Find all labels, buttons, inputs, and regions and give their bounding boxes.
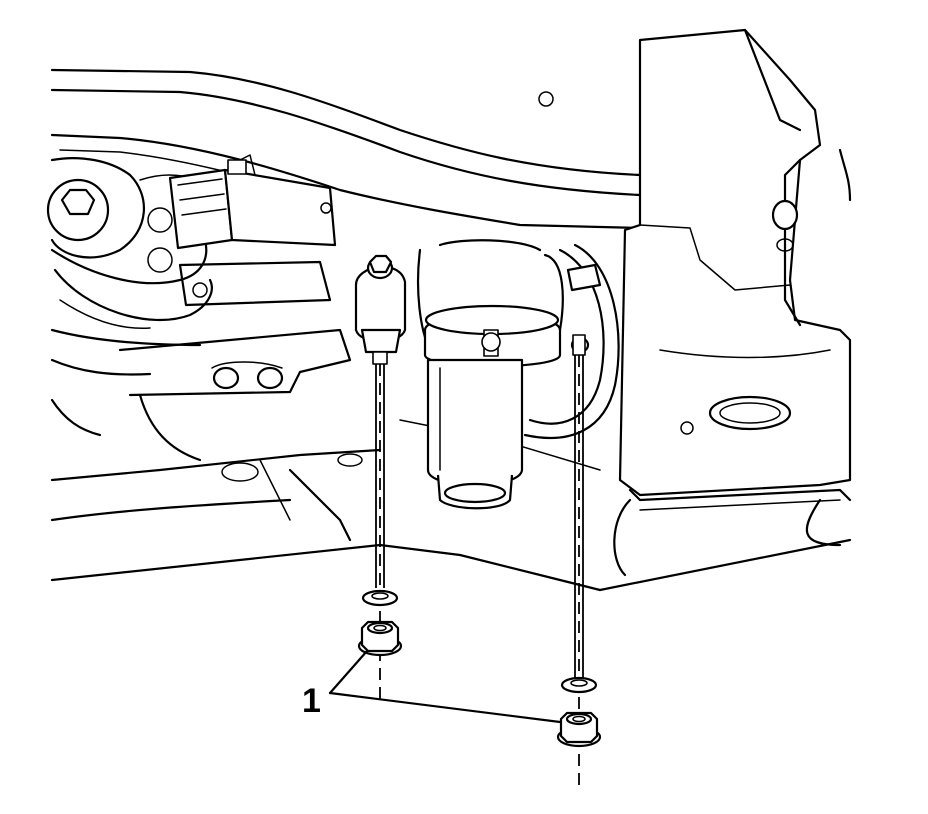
left-washer <box>361 589 399 607</box>
mounting-bracket <box>50 260 363 482</box>
right-flange-nut <box>556 711 602 748</box>
right-side-panel <box>613 28 852 577</box>
right-stud-housing <box>566 263 602 356</box>
crossmember-frame <box>50 68 642 230</box>
callout-number: 1 <box>302 682 321 720</box>
left-stud-housing <box>354 254 407 365</box>
callout-leader-right-nut <box>328 691 562 724</box>
pump-motor <box>416 239 564 510</box>
left-flange-nut <box>357 620 403 657</box>
right-washer <box>560 676 598 694</box>
left-mounting-stud <box>375 364 385 700</box>
callout-1: 1 <box>302 649 562 724</box>
callout-leader-left-nut <box>328 649 369 695</box>
electrical-connector <box>168 154 337 250</box>
